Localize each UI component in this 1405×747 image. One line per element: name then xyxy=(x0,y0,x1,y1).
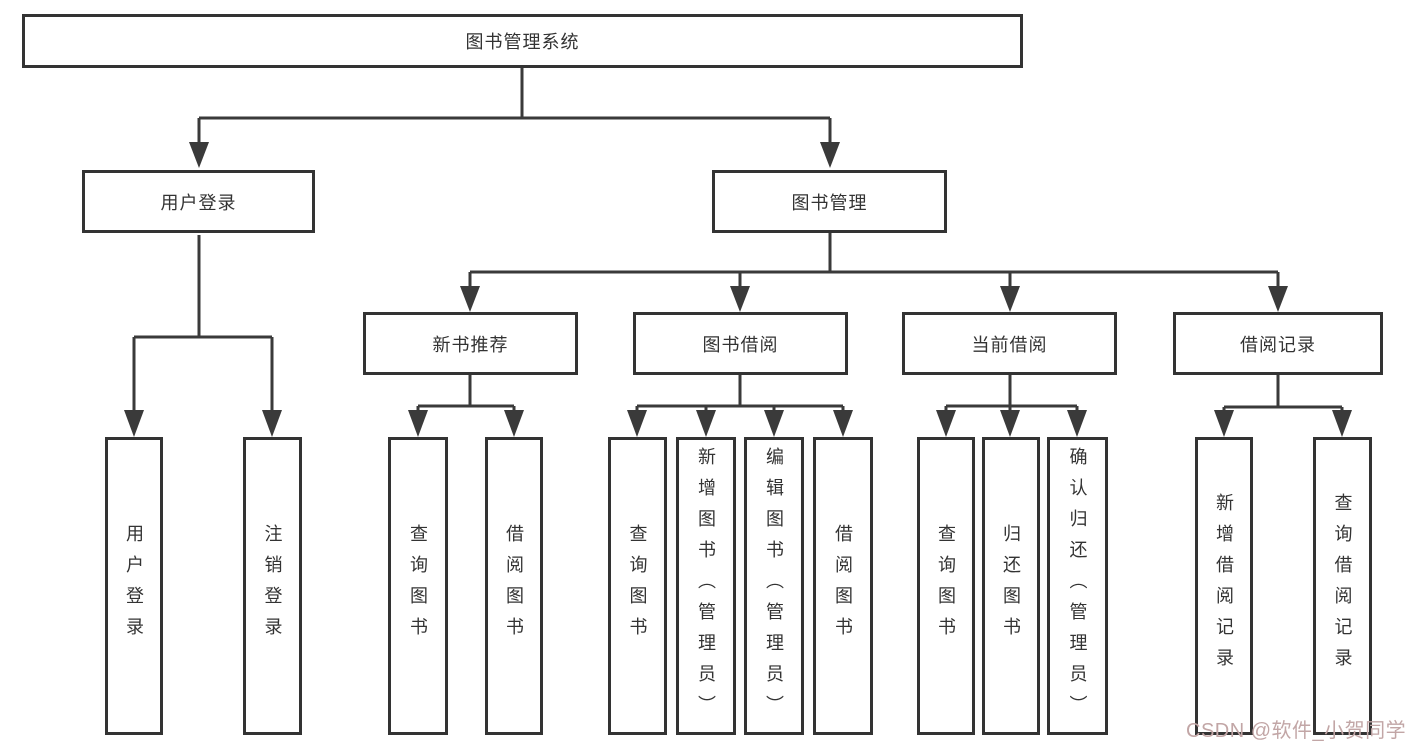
leaf-logout: 注销登录 xyxy=(243,437,302,735)
node-user-login: 用户登录 xyxy=(82,170,315,233)
node-system-title: 图书管理系统 xyxy=(22,14,1023,68)
node-current-borrowing: 当前借阅 xyxy=(902,312,1117,375)
leaf-current-return-books-label: 归还图书 xyxy=(1001,524,1021,648)
leaf-user-login-label: 用户登录 xyxy=(124,524,144,648)
node-borrowing-records: 借阅记录 xyxy=(1173,312,1383,375)
leaf-borrowing-borrow-books-label: 借阅图书 xyxy=(833,524,853,648)
leaf-newbook-borrow-books-label: 借阅图书 xyxy=(504,524,524,648)
leaf-current-confirm-return-admin: 确认归还（管理员） xyxy=(1047,437,1108,735)
leaf-borrowing-query-books: 查询图书 xyxy=(608,437,667,735)
leaf-newbook-query-books-label: 查询图书 xyxy=(408,524,428,648)
leaf-borrowing-add-books-admin-label: 新增图书（管理员） xyxy=(696,446,716,726)
leaf-current-query-books: 查询图书 xyxy=(917,437,975,735)
leaf-current-confirm-return-admin-label: 确认归还（管理员） xyxy=(1067,446,1088,726)
csdn-watermark: CSDN @软件_小贺同学 xyxy=(1186,720,1405,742)
node-book-borrowing: 图书借阅 xyxy=(633,312,848,375)
leaf-records-add-record: 新增借阅记录 xyxy=(1195,437,1253,735)
leaf-records-query-record: 查询借阅记录 xyxy=(1313,437,1372,735)
leaf-user-login: 用户登录 xyxy=(105,437,163,735)
leaf-newbook-query-books: 查询图书 xyxy=(388,437,448,735)
leaf-borrowing-query-books-label: 查询图书 xyxy=(627,524,648,648)
leaf-records-add-record-label: 新增借阅记录 xyxy=(1214,493,1234,679)
node-book-management: 图书管理 xyxy=(712,170,947,233)
leaf-records-query-record-label: 查询借阅记录 xyxy=(1332,493,1353,679)
leaf-borrowing-edit-books-admin: 编辑图书（管理员） xyxy=(744,437,804,735)
leaf-current-return-books: 归还图书 xyxy=(982,437,1040,735)
leaf-logout-label: 注销登录 xyxy=(262,524,283,648)
leaf-current-query-books-label: 查询图书 xyxy=(936,524,956,648)
leaf-borrowing-add-books-admin: 新增图书（管理员） xyxy=(676,437,736,735)
leaf-borrowing-edit-books-admin-label: 编辑图书（管理员） xyxy=(764,446,784,726)
leaf-newbook-borrow-books: 借阅图书 xyxy=(485,437,543,735)
node-new-book-recommendation: 新书推荐 xyxy=(363,312,578,375)
leaf-borrowing-borrow-books: 借阅图书 xyxy=(813,437,873,735)
